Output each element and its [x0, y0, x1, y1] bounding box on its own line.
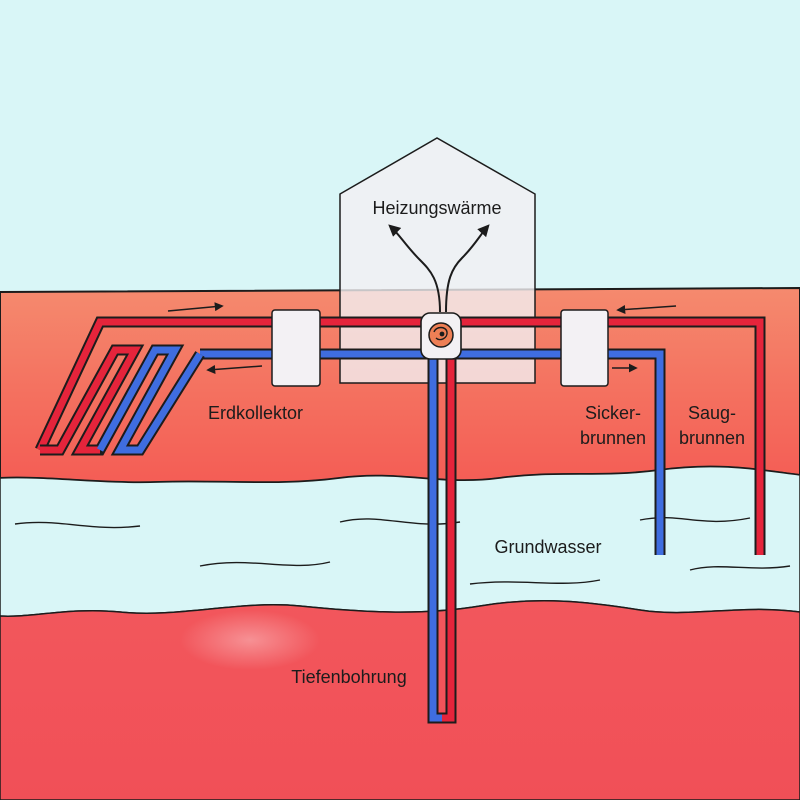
water-waves	[14, 517, 791, 585]
collector-loops	[40, 344, 205, 456]
seepage-well-label-line1: Sicker-	[585, 403, 641, 423]
flow-arrows	[167, 302, 677, 374]
collector-label: Erdkollektor	[208, 403, 303, 423]
deep-soil-glow	[180, 610, 320, 670]
suction-well-label-line1: Saug-	[688, 403, 736, 423]
groundwater-label: Grundwasser	[494, 537, 601, 557]
well-exchanger-box	[560, 309, 609, 387]
heating-arrows	[388, 224, 490, 313]
heat-pump-icon	[420, 312, 462, 360]
warm-pipe-right	[437, 316, 766, 555]
warm-pipe-left	[35, 316, 437, 453]
heating-label: Heizungswärme	[372, 198, 501, 218]
groundwater-layer	[0, 465, 800, 617]
cold-pipe-right	[437, 348, 666, 555]
collector-exchanger-box	[271, 309, 321, 387]
seepage-well-label-line2: brunnen	[580, 428, 646, 448]
suction-well-label-line2: brunnen	[679, 428, 745, 448]
deep-soil	[0, 600, 800, 800]
borehole-pipe	[427, 322, 457, 724]
borehole-label: Tiefenbohrung	[291, 667, 406, 687]
